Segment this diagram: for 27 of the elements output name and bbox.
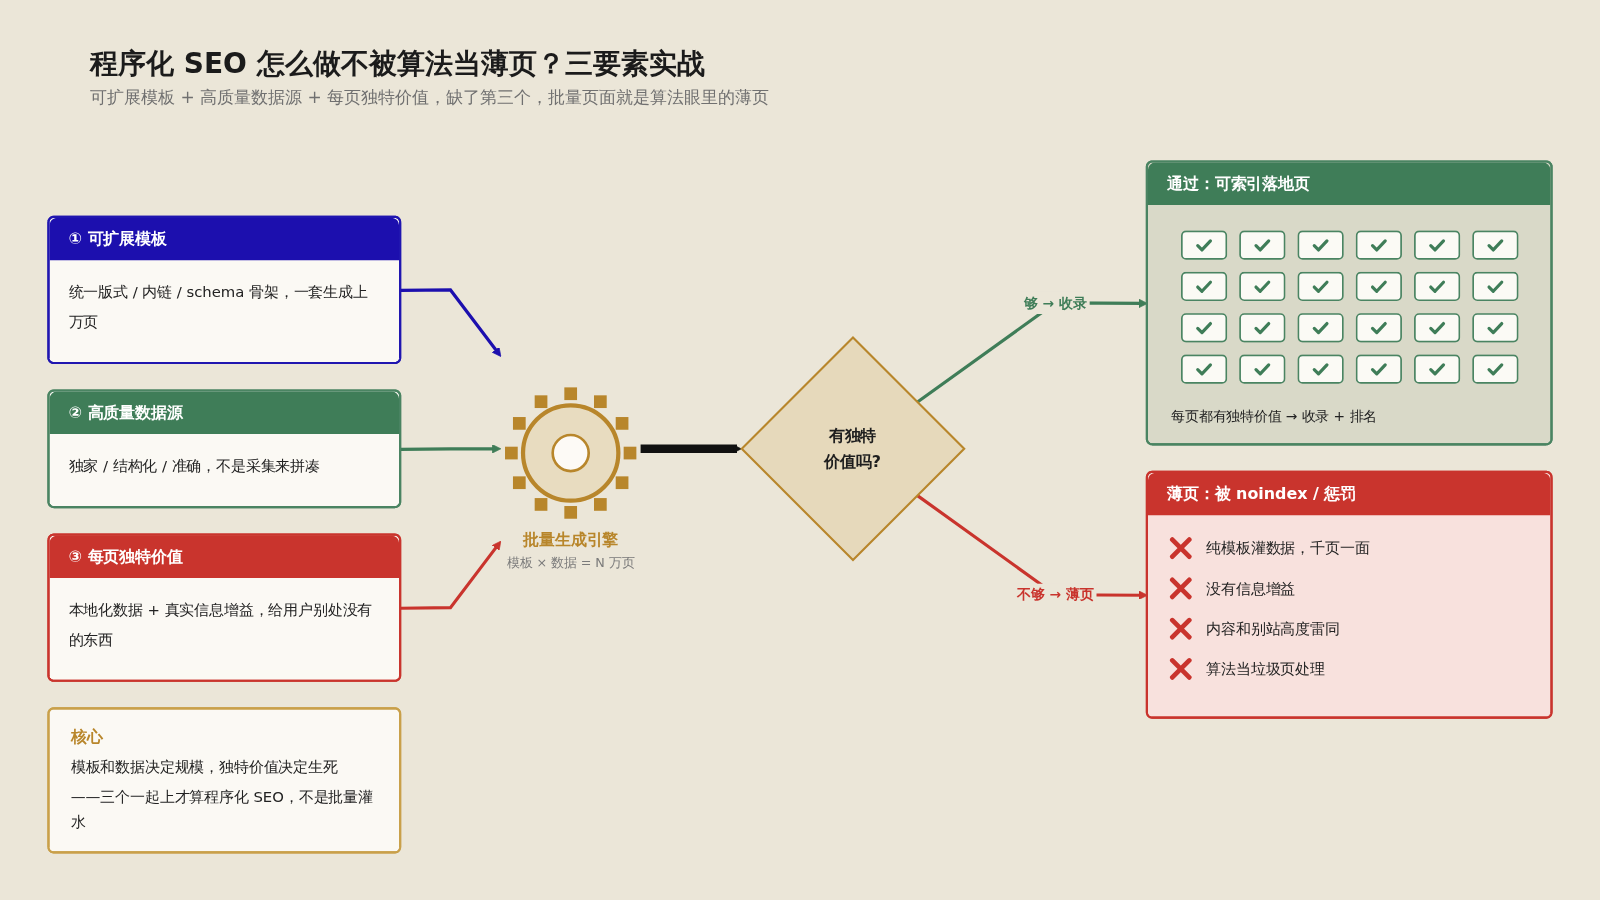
card-text: 统一版式 / 内链 / schema 骨架，一套生成上万页 bbox=[68, 282, 369, 333]
note-heading: 核心 bbox=[70, 726, 104, 749]
arrow bbox=[400, 444, 502, 454]
arrow bbox=[640, 444, 742, 454]
note-text: 模板和数据决定规模，独特价值决定生死 bbox=[70, 757, 339, 778]
list-item: 算法当垃圾页处理 bbox=[1206, 659, 1325, 680]
decision-text: 有独特价值吗? bbox=[822, 425, 882, 474]
edge-label: 够 → 收录 bbox=[1023, 294, 1088, 313]
card-header: ③ 每页独特价值 bbox=[49, 535, 400, 579]
card-header: ② 高质量数据源 bbox=[49, 391, 400, 435]
note-text: ——三个一起上才算程序化 SEO，不是批量灌水 bbox=[70, 786, 374, 833]
card-text: 本地化数据 + 真实信息增益，给用户别处没有的东西 bbox=[68, 600, 374, 650]
panel-header: 薄页：被 noindex / 惩罚 bbox=[1147, 472, 1551, 516]
list-item: 纯模板灌数据，千页一面 bbox=[1206, 538, 1370, 559]
list-item: 没有信息增益 bbox=[1206, 578, 1296, 599]
title: 程序化 SEO 怎么做不被算法当薄页？三要素实战 bbox=[90, 46, 705, 82]
arrow bbox=[400, 288, 502, 357]
panel-header: 通过：可索引落地页 bbox=[1147, 162, 1551, 205]
panel-text: 每页都有独特价值 → 收录 + 排名 bbox=[1171, 407, 1379, 427]
card-header: ① 可扩展模板 bbox=[49, 217, 400, 261]
edge-label: 不够 → 薄页 bbox=[1016, 585, 1095, 605]
formula-text: 模板 × 数据 = N 万页 bbox=[506, 554, 636, 573]
card-text: 独家 / 结构化 / 准确，不是采集来拼凑 bbox=[68, 456, 321, 477]
list-item: 内容和别站高度雷同 bbox=[1206, 619, 1340, 640]
subtitle: 可扩展模板 + 高质量数据源 + 每页独特价值，缺了第三个，批量页面就是算法眼里的薄页 bbox=[90, 86, 770, 110]
engine-label: 批量生成引擎 bbox=[521, 529, 620, 552]
arrow bbox=[400, 540, 502, 610]
